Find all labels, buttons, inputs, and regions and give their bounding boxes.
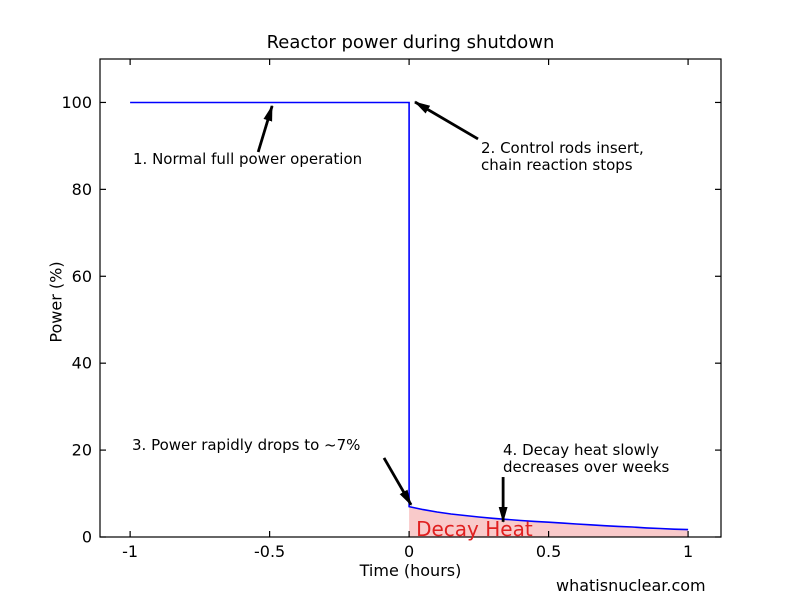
decay-heat-region-label: Decay Heat — [416, 517, 533, 542]
x-tick-label: -1 — [122, 542, 138, 561]
x-tick-label: 1 — [683, 542, 693, 561]
decay-heat-fill — [409, 506, 689, 537]
power-line — [130, 101, 689, 531]
y-tick-label: 20 — [72, 441, 92, 460]
annotation-decay-heat-decrease: 4. Decay heat slowly decreases over week… — [503, 441, 670, 476]
x-tick-label: 0 — [404, 542, 414, 561]
watermark-text: whatisnuclear.com — [556, 576, 706, 595]
y-tick-label: 0 — [82, 528, 92, 547]
annotation-control-rods: 2. Control rods insert, chain reaction s… — [481, 139, 644, 174]
annotation-arrow — [256, 104, 274, 153]
annotation-power-drop: 3. Power rapidly drops to ~7% — [132, 436, 361, 454]
axes-frame — [99, 58, 722, 538]
x-axis-label: Time (hours) — [359, 561, 462, 580]
y-axis-label: Power (%) — [46, 261, 66, 343]
y-tick-label: 100 — [61, 93, 92, 112]
annotation-arrow — [382, 457, 413, 506]
y-tick-label: 40 — [72, 354, 92, 373]
y-tick-label: 80 — [72, 180, 92, 199]
x-tick-label: -0.5 — [254, 542, 285, 561]
y-tick-label: 60 — [72, 267, 92, 286]
x-tick-label: 0.5 — [536, 542, 561, 561]
annotation-arrow — [414, 100, 479, 141]
annotation-normal-operation: 1. Normal full power operation — [133, 150, 363, 168]
chart-title: Reactor power during shutdown — [266, 32, 555, 53]
